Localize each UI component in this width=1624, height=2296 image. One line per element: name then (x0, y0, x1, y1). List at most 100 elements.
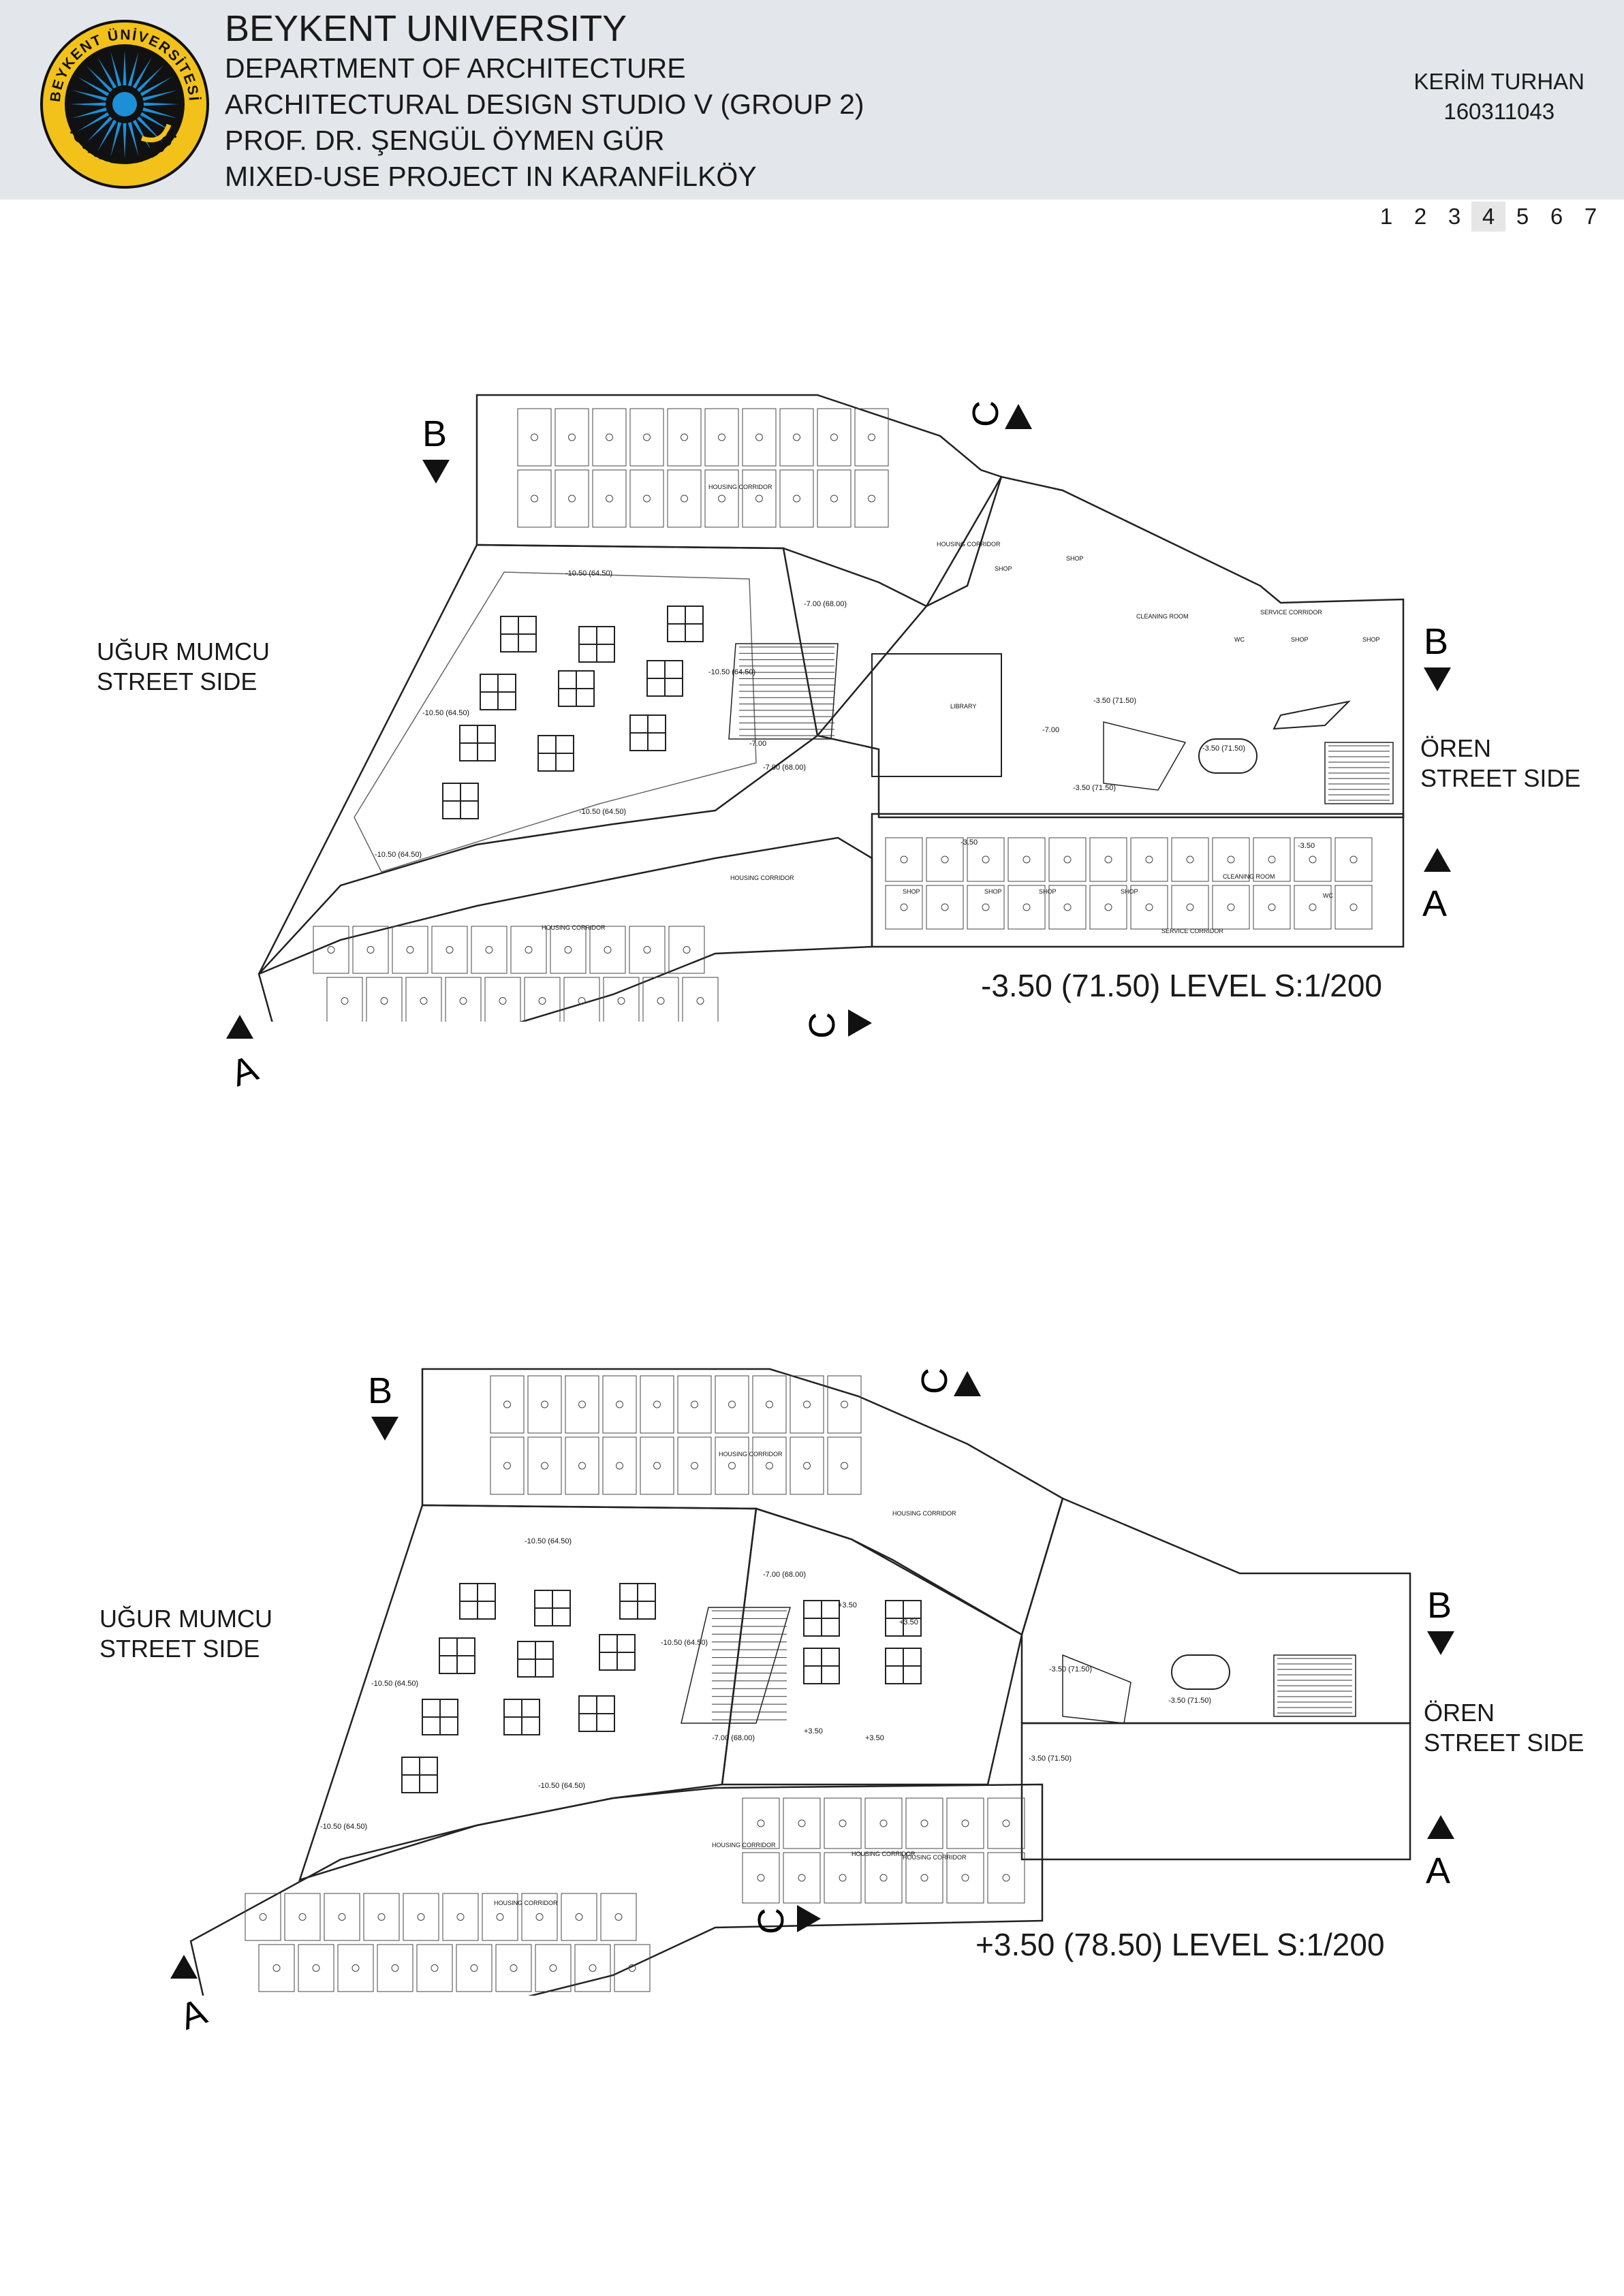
room-label: SHOP (1291, 636, 1309, 643)
section-marker-c-bottom: C (802, 1009, 872, 1039)
elevation-label: -3.50 (71.50) (1049, 1665, 1092, 1673)
project-name: MIXED-USE PROJECT IN KARANFİLKÖY (225, 161, 757, 192)
instructor-name: PROF. DR. ŞENGÜL ÖYMEN GÜR (225, 125, 665, 156)
floor-plan-drawing (189, 1368, 1411, 2092)
section-marker-a-right: A (1426, 1815, 1454, 1891)
section-c-label: C (802, 1012, 843, 1039)
elevation-label: -10.50 (64.50) (525, 1537, 572, 1545)
elevation-label: -3.50 (71.50) (1029, 1755, 1072, 1763)
section-b-label: B (422, 415, 447, 454)
elevation-label: -10.50 (64.50) (422, 709, 469, 717)
floor-plan-minus-3-50: B B A A C C UĞUR MUMCU STREET SIDE ÖREN … (0, 0, 1624, 1098)
section-marker-a-right: A (1422, 848, 1451, 924)
plan-annotations: -10.50 (64.50) -10.50 (64.50) -10.50 (64… (375, 484, 1380, 934)
page-link-6[interactable]: 6 (1550, 204, 1563, 229)
room-label: HOUSING CORRIDOR (542, 924, 606, 931)
room-label: HOUSING CORRIDOR (708, 484, 772, 490)
elevation-label: -7.00 (749, 740, 766, 748)
street-name-left: UĞUR MUMCU (99, 1605, 272, 1633)
elevation-label: -10.50 (64.50) (661, 1639, 708, 1647)
elevation-label: -10.50 (64.50) (538, 1782, 585, 1790)
elevation-label: -3.50 (71.50) (1093, 697, 1136, 705)
elevation-label: -10.50 (64.50) (375, 851, 422, 859)
elevation-label: -10.50 (64.50) (565, 569, 612, 578)
street-label-left: UĞUR MUMCU STREET SIDE (97, 637, 270, 697)
studio-name: ARCHITECTURAL DESIGN STUDIO V (GROUP 2) (225, 89, 864, 120)
elevation-label: -3.50 (71.50) (1073, 784, 1116, 792)
street-side-right: STREET SIDE (1424, 1729, 1584, 1757)
section-b-label: B (1427, 1587, 1452, 1626)
page-link-3[interactable]: 3 (1448, 204, 1461, 229)
university-name: BEYKENT UNIVERSITY (225, 8, 627, 49)
elevation-label: -7.00 (68.00) (763, 764, 806, 772)
section-c-label: C (914, 1368, 955, 1394)
street-label-left: UĞUR MUMCU STREET SIDE (99, 1604, 272, 1664)
header-band: BEYKENT ÜNİVERSİTESİ İSTANBUL·1997 BEYKE… (0, 0, 1624, 200)
student-name: KERİM TURHAN (1414, 69, 1584, 94)
room-label: HOUSING CORRIDOR (712, 1842, 776, 1849)
room-label: SERVICE CORRIDOR (1260, 609, 1322, 616)
room-label: SHOP (995, 565, 1012, 572)
elevation-label: -10.50 (64.50) (371, 1680, 418, 1688)
elevation-label: -7.00 (1042, 726, 1059, 734)
elevation-label: -10.50 (64.50) (708, 668, 755, 676)
elevation-label: +3.50 (804, 1727, 823, 1735)
street-name-left: UĞUR MUMCU (97, 638, 270, 665)
street-side-left: STREET SIDE (99, 1635, 260, 1663)
elevation-label: +3.50 (865, 1734, 884, 1742)
section-c-label: C (751, 1908, 792, 1934)
page-link-2[interactable]: 2 (1414, 204, 1427, 229)
section-a-label: A (1426, 1851, 1450, 1891)
room-label: SHOP (1039, 888, 1057, 895)
section-marker-c-top: C (965, 400, 1032, 429)
room-label: SERVICE CORRIDOR (1161, 928, 1223, 934)
page-link-5[interactable]: 5 (1516, 204, 1529, 229)
section-marker-c-top: C (914, 1368, 981, 1396)
section-marker-b-left: B (422, 415, 450, 484)
title-block: BEYKENT UNIVERSITY DEPARTMENT OF ARCHITE… (225, 7, 864, 195)
student-id: 160311043 (1443, 99, 1555, 124)
section-a-label: A (1422, 883, 1447, 924)
elevation-label: -3.50 (71.50) (1202, 744, 1245, 753)
room-label: CLEANING ROOM (1223, 873, 1275, 880)
university-seal-logo: BEYKENT ÜNİVERSİTESİ İSTANBUL·1997 (40, 20, 209, 189)
room-label: SHOP (1362, 636, 1380, 643)
elevation-label: -3.50 (961, 838, 978, 847)
elevation-label: -3.50 (1298, 842, 1315, 850)
section-c-label: C (965, 400, 1006, 427)
section-marker-a-left: A (226, 1015, 263, 1095)
floor-plan-drawing (257, 394, 1405, 1098)
room-label: SHOP (1066, 555, 1084, 562)
street-side-right: STREET SIDE (1420, 764, 1581, 792)
level-title: -3.50 (71.50) LEVEL S:1/200 (981, 968, 1383, 1003)
section-marker-c-bottom: C (751, 1905, 821, 1934)
section-marker-b-left: B (368, 1372, 399, 1441)
elevation-label: -7.00 (68.00) (763, 1571, 806, 1579)
street-side-left: STREET SIDE (97, 667, 257, 695)
level-title: +3.50 (78.50) LEVEL S:1/200 (975, 1927, 1385, 1962)
elevation-label: +3.50 (899, 1618, 918, 1626)
room-label: SHOP (903, 888, 920, 895)
page-navigation: 1 2 3 4 5 6 7 (1369, 202, 1608, 232)
room-label: WC (1234, 636, 1245, 643)
room-label: HOUSING CORRIDOR (730, 875, 794, 881)
floor-plan-plus-3-50: B B A A C C UĞUR MUMCU STREET SIDE ÖREN … (0, 974, 1624, 2092)
elevation-label: -10.50 (64.50) (579, 808, 626, 816)
section-marker-b-right: B (1424, 623, 1451, 691)
room-label: WC (1323, 892, 1333, 899)
room-label: HOUSING CORRIDOR (719, 1451, 783, 1458)
elevation-label: +3.50 (838, 1601, 857, 1609)
room-label: LIBRARY (950, 703, 976, 710)
page-link-4-current[interactable]: 4 (1471, 202, 1505, 232)
street-label-right: ÖREN STREET SIDE (1420, 734, 1580, 793)
room-label: HOUSING CORRIDOR (937, 541, 1001, 548)
plan-annotations: -10.50 (64.50) -10.50 (64.50) -10.50 (64… (320, 1451, 1211, 1906)
room-label: HOUSING CORRIDOR (892, 1510, 956, 1517)
page-link-7[interactable]: 7 (1584, 204, 1597, 229)
room-label: HOUSING CORRIDOR (903, 1854, 967, 1861)
street-name-right: ÖREN (1424, 1699, 1495, 1727)
room-label: HOUSING CORRIDOR (852, 1851, 916, 1857)
street-name-right: ÖREN (1420, 734, 1492, 762)
room-label: HOUSING CORRIDOR (494, 1900, 558, 1906)
page-link-1[interactable]: 1 (1379, 204, 1393, 229)
